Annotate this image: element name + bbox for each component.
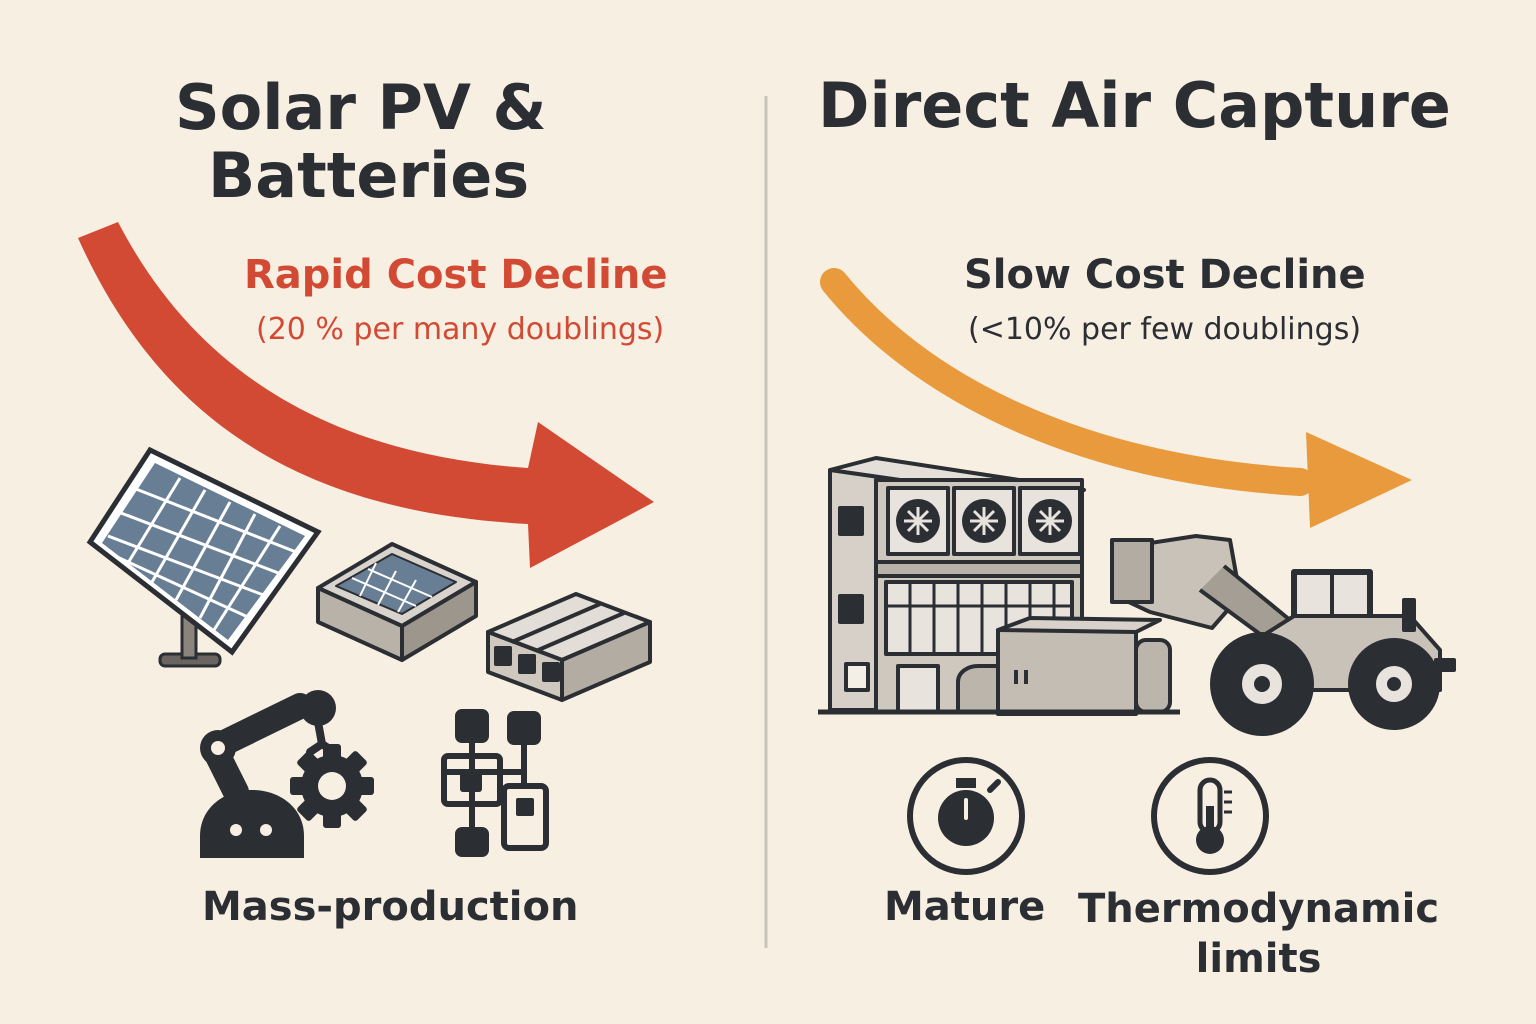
thermo-line1: Thermodynamic <box>1078 886 1440 932</box>
rapid-decline-arrow <box>78 222 654 568</box>
robot-arm-icon <box>200 690 338 858</box>
flowchart-icon <box>441 709 549 857</box>
solar-title-line2: Batteries <box>208 139 530 212</box>
solar-title-line1: Solar PV & <box>175 71 547 144</box>
thermodynamic-limits-label: Thermodynamic limits <box>1078 884 1439 984</box>
mature-label: Mature <box>884 884 1046 930</box>
wheel-loader-icon <box>1110 534 1456 736</box>
mass-production-label: Mass-production <box>202 884 579 930</box>
slow-decline-label: Slow Cost Decline <box>964 252 1366 298</box>
rapid-decline-note: (20 % per many doublings) <box>256 312 665 347</box>
rapid-decline-label: Rapid Cost Decline <box>244 252 668 298</box>
thermo-line2: limits <box>1195 936 1322 982</box>
solar-panel-icon <box>86 446 322 668</box>
dac-plant-icon <box>818 456 1180 716</box>
thermometer-icon <box>1151 757 1269 875</box>
dac-title: Direct Air Capture <box>818 69 1451 142</box>
gear-icon <box>290 744 374 828</box>
battery-pack-icon <box>486 592 652 702</box>
solar-title: Solar PV & Batteries <box>175 74 547 210</box>
stopwatch-icon <box>907 757 1025 875</box>
slow-decline-arrow <box>820 268 1412 528</box>
slow-decline-note: (<10% per few doublings) <box>968 312 1362 347</box>
battery-module-icon <box>316 542 478 662</box>
